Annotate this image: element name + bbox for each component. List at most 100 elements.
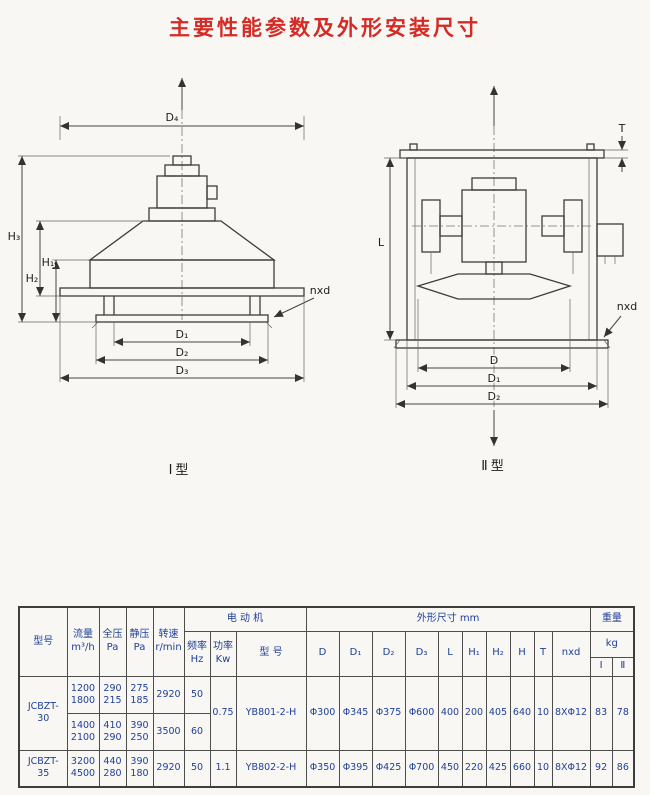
speed-column-header: 转速 r/min: [152, 606, 185, 677]
total-pressure-cell: 290 215: [98, 675, 127, 714]
model-cell: JCBZT- 30: [18, 675, 68, 751]
label-nxd: nxd: [310, 284, 330, 297]
dim-cell-d3: Φ600: [404, 675, 439, 751]
speed-cell: 3500: [152, 712, 185, 751]
weight-unit-header: kg: [589, 630, 635, 658]
fan-casing: [406, 157, 598, 341]
weight-ii-cell: 86: [611, 749, 635, 788]
motor-model-column-header: 型 号: [235, 630, 307, 677]
motor-model-cell: YB802-2-H: [235, 749, 307, 788]
weight-ii-cell: 78: [611, 675, 635, 751]
dim-cell-h2: 425: [485, 749, 511, 788]
label-h2: H₂: [26, 272, 39, 285]
weight-i-header: Ⅰ: [589, 656, 613, 677]
static-pressure-column-header: 静压 Pa: [125, 606, 154, 677]
type2-fan-diagram: T: [377, 86, 638, 474]
label-d1: D₁: [176, 328, 189, 341]
total-pressure-cell: 440 280: [98, 749, 127, 788]
freq-column-header: 频率 Hz: [183, 630, 211, 677]
dim-cell-d: Φ350: [305, 749, 340, 788]
dim-cell-t: 10: [533, 675, 553, 751]
motor-group-header: 电 动 机: [183, 606, 307, 632]
total-pressure-cell: 410 290: [98, 712, 127, 751]
duct-walls: [103, 296, 261, 315]
base-plate: [59, 287, 305, 297]
label-nxd: nxd: [617, 300, 637, 313]
junction-box: [596, 223, 624, 264]
label-d: D: [490, 354, 498, 367]
label-d3: D₃: [176, 364, 189, 377]
label-d1: D₁: [488, 372, 501, 385]
spec-table-wrap: 型号 流量 m³/h 全压 Pa 静压 Pa 转速 r: [18, 606, 650, 788]
label-d2: D₂: [488, 390, 501, 403]
dim-cell-d1: Φ345: [338, 675, 373, 751]
dim-cell-h2: 405: [485, 675, 511, 751]
table-row: JCBZT- 30 1200 1800 290 215 275 185 2920…: [18, 675, 635, 751]
dim-column-header-t: T: [533, 630, 553, 677]
dim-column-header-h2: H₂: [485, 630, 511, 677]
dim-cell-l: 400: [437, 675, 463, 751]
dim-cell-h: 640: [509, 675, 535, 751]
dim-column-header-d: D: [305, 630, 340, 677]
power-cell: 0.75: [209, 675, 237, 751]
total-pressure-column-header: 全压 Pa: [98, 606, 127, 677]
nxd-callout: nxd: [273, 283, 331, 318]
total-pressure-header-label: 全压: [102, 629, 123, 641]
total-pressure-header-unit: Pa: [106, 641, 119, 653]
bottom-flange: [393, 339, 611, 349]
nxd-callout: nxd: [603, 299, 638, 338]
static-pressure-cell: 390 250: [125, 712, 154, 751]
height-dimensions: H₃ H₂ H₁: [6, 155, 170, 323]
dim-cell-d2: Φ375: [371, 675, 406, 751]
weight-i-cell: 92: [589, 749, 613, 788]
flow-cell: 1200 1800: [66, 675, 100, 714]
dim-cell-h: 660: [509, 749, 535, 788]
dim-cell-d1: Φ395: [338, 749, 373, 788]
spec-table: 型号 流量 m³/h 全压 Pa 静压 Pa 转速 r: [18, 606, 636, 788]
dim-cell-h1: 220: [461, 749, 487, 788]
model-cell: JCBZT- 35: [18, 749, 68, 788]
dim-column-header-h1: H₁: [461, 630, 487, 677]
label-d4: D₄: [166, 111, 179, 124]
table-row: 1400 2100 410 290 390 250 3500 60: [19, 712, 634, 751]
dim-column-header-h: H: [509, 630, 535, 677]
label-l: L: [378, 236, 385, 249]
freq-cell: 50: [183, 675, 211, 714]
speed-header-unit: r/min: [155, 641, 182, 653]
diameter-dimensions: D D₁ D₂: [395, 299, 609, 408]
dim-cell-h1: 200: [461, 675, 487, 751]
motor-assembly: [412, 177, 592, 275]
top-plate: [399, 143, 605, 159]
power-header-label: 功率: [213, 641, 233, 652]
power-header-unit: Kw: [215, 653, 231, 665]
flow-header-label: 流量: [73, 629, 93, 641]
label-d2: D₂: [176, 346, 189, 359]
dim-cell-d: Φ300: [305, 675, 340, 751]
label-h3: H₃: [8, 230, 21, 243]
power-column-header: 功率 Kw: [209, 630, 237, 677]
power-cell: 1.1: [209, 749, 237, 788]
weight-ii-header: Ⅱ: [611, 656, 635, 677]
dim-cell-d2: Φ425: [371, 749, 406, 788]
dim-l: L: [377, 157, 407, 341]
dim-t: T: [604, 121, 628, 172]
static-pressure-header-label: 静压: [129, 629, 150, 641]
flow-cell: 3200 4500: [66, 749, 100, 788]
type2-caption: Ⅱ型: [481, 459, 506, 474]
freq-header-unit: Hz: [190, 653, 204, 665]
table-row: JCBZT- 35 3200 4500 440 280 390 180 2920…: [18, 749, 635, 788]
impeller: [415, 273, 573, 300]
dim-d4: D₄: [59, 110, 305, 140]
bottom-flange: [91, 314, 273, 329]
flow-column-header: 流量 m³/h: [66, 606, 100, 677]
dim-column-header-nxd: nxd: [551, 630, 591, 677]
diagram-area: D₄: [0, 42, 650, 588]
speed-cell: 2920: [152, 749, 185, 788]
dim-cell-d3: Φ700: [404, 749, 439, 788]
static-pressure-header-unit: Pa: [133, 641, 146, 653]
dim-cell-nxd: 8XΦ12: [551, 749, 591, 788]
label-t: T: [618, 122, 626, 135]
speed-cell: 2920: [152, 675, 185, 714]
dim-cell-t: 10: [533, 749, 553, 788]
